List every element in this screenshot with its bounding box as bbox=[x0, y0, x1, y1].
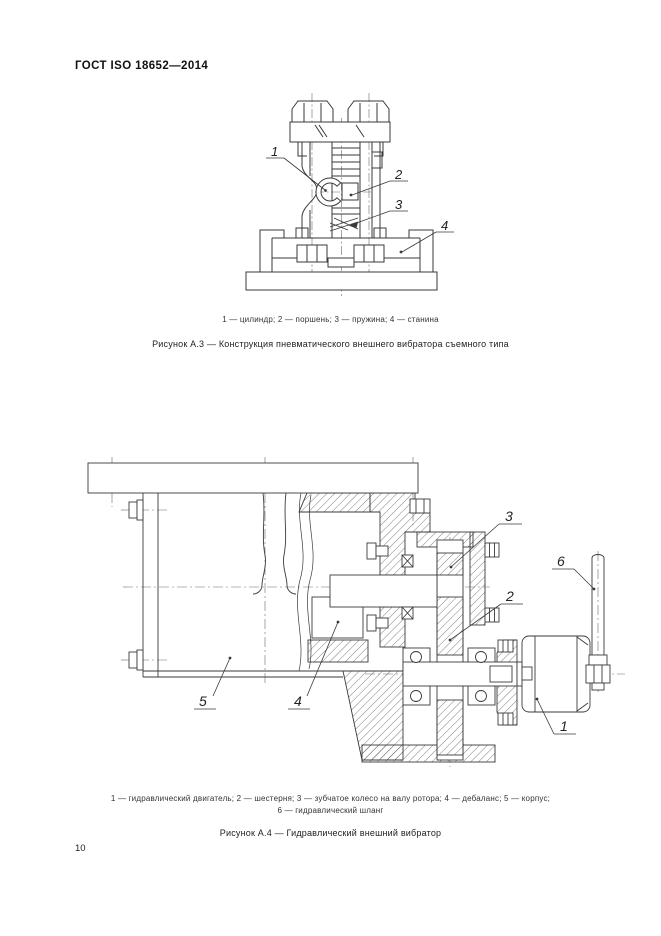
pinion-rim-upper bbox=[436, 596, 464, 656]
page-number: 10 bbox=[75, 843, 86, 854]
clamp-nut-left bbox=[296, 244, 328, 263]
top-bolt-left bbox=[291, 100, 334, 122]
label-pinion: 2 bbox=[505, 588, 514, 604]
piston-ring bbox=[315, 177, 342, 207]
label-hose: 6 bbox=[557, 553, 565, 569]
figure-a4-caption: Рисунок А.4 — Гидравлический внешний виб… bbox=[219, 828, 442, 838]
label-frame: 4 bbox=[441, 218, 448, 233]
shaft-slot bbox=[489, 665, 513, 683]
rotor-shaft bbox=[329, 574, 438, 608]
cover-right-wall bbox=[469, 531, 486, 626]
base-plate bbox=[245, 271, 438, 291]
figure-a4-legend-line1: 1 — гидравлический двигатель; 2 — шестер… bbox=[110, 794, 551, 803]
labels-a3 bbox=[266, 157, 454, 254]
side-bolt-upper bbox=[366, 542, 389, 560]
bottom-band bbox=[361, 744, 496, 763]
side-bolt-lower bbox=[366, 614, 389, 632]
frame-notch bbox=[327, 257, 355, 268]
rotor-gear-rim bbox=[436, 552, 464, 576]
figure-a4-legend-line2: 6 — гидравлический шланг bbox=[277, 806, 384, 815]
bearing-balls bbox=[410, 651, 487, 702]
break-lines bbox=[297, 492, 314, 672]
label-unbalance: 4 bbox=[294, 693, 302, 709]
top-bolt-right bbox=[347, 100, 390, 122]
clamp-nut-right bbox=[353, 244, 385, 263]
mounting-plate bbox=[87, 462, 419, 494]
casting-rib bbox=[252, 492, 297, 595]
label-cylinder: 1 bbox=[271, 144, 278, 159]
band-under-unbalance bbox=[307, 639, 369, 663]
label-piston: 2 bbox=[394, 167, 403, 182]
figure-a4-drawing: 3 2 6 1 4 5 bbox=[87, 457, 625, 767]
housing-bottom bbox=[143, 670, 343, 678]
label-housing: 5 bbox=[199, 693, 207, 709]
figure-a3-caption: Рисунок А.3 — Конструкция пневматическог… bbox=[152, 339, 509, 349]
gear-rims-hatched bbox=[436, 552, 464, 756]
standard-designation: ГОСТ ISO 18652—2014 bbox=[75, 60, 209, 72]
piston-rod-end bbox=[341, 182, 359, 201]
hydraulic-motor bbox=[516, 635, 591, 713]
housing-left-wall bbox=[142, 493, 159, 677]
hydraulic-hose bbox=[585, 554, 611, 691]
label-hydraulic-motor: 1 bbox=[560, 718, 568, 734]
label-spring: 3 bbox=[395, 197, 403, 212]
shaft-keys bbox=[401, 554, 414, 620]
figure-a3-legend: 1 — цилиндр; 2 — поршень; 3 — пружина; 4… bbox=[222, 315, 439, 324]
gearbox-bolts bbox=[409, 498, 514, 726]
housing-bolt-bottom-left bbox=[128, 649, 144, 671]
top-clamp-plate bbox=[289, 121, 391, 143]
pinion-rim-lower bbox=[436, 699, 464, 756]
labels-a4 bbox=[194, 523, 596, 735]
housing-bolt-top-left bbox=[128, 499, 144, 521]
figure-a3-drawing: 1 2 3 4 bbox=[245, 93, 454, 296]
label-rotor-gear: 3 bbox=[505, 508, 513, 524]
